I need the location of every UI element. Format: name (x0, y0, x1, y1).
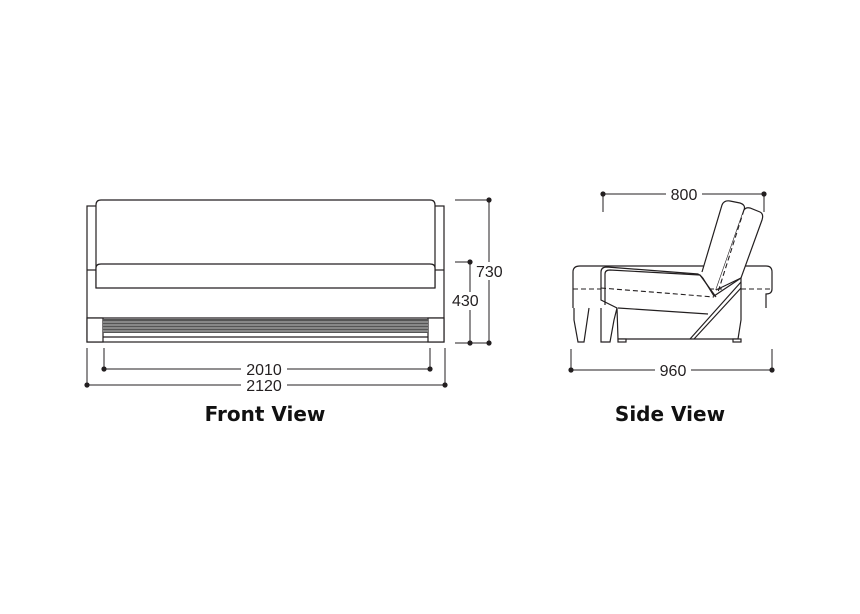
dimension-width-inner: 2010 (101, 348, 433, 379)
dimension-seat-height: 430 (452, 259, 486, 346)
left-leg (86, 317, 104, 343)
right-leg (427, 317, 445, 343)
side-view-drawing (572, 200, 773, 343)
side-view-title: Side View (615, 402, 725, 426)
dim-430-label: 430 (452, 293, 479, 310)
dimension-height-total: 730 (455, 197, 503, 346)
front-leg (573, 307, 590, 343)
dimension-seat-depth: 800 (600, 186, 767, 212)
dim-2120-label: 2120 (246, 378, 282, 395)
dim-960-label: 960 (660, 363, 687, 380)
dim-730-label: 730 (476, 264, 503, 281)
slats (103, 319, 428, 338)
back-cushion-rear (715, 207, 764, 291)
dim-800-label: 800 (671, 187, 698, 204)
dim-2010-label: 2010 (246, 362, 282, 379)
front-view-title: Front View (205, 402, 326, 426)
seat-cushion (95, 263, 436, 289)
back-cushion-front (701, 200, 746, 291)
dimension-total-depth: 960 (568, 349, 775, 380)
dimension-width-total: 2120 (84, 348, 448, 395)
front-leg-2 (600, 307, 618, 343)
front-view-drawing (86, 199, 445, 343)
